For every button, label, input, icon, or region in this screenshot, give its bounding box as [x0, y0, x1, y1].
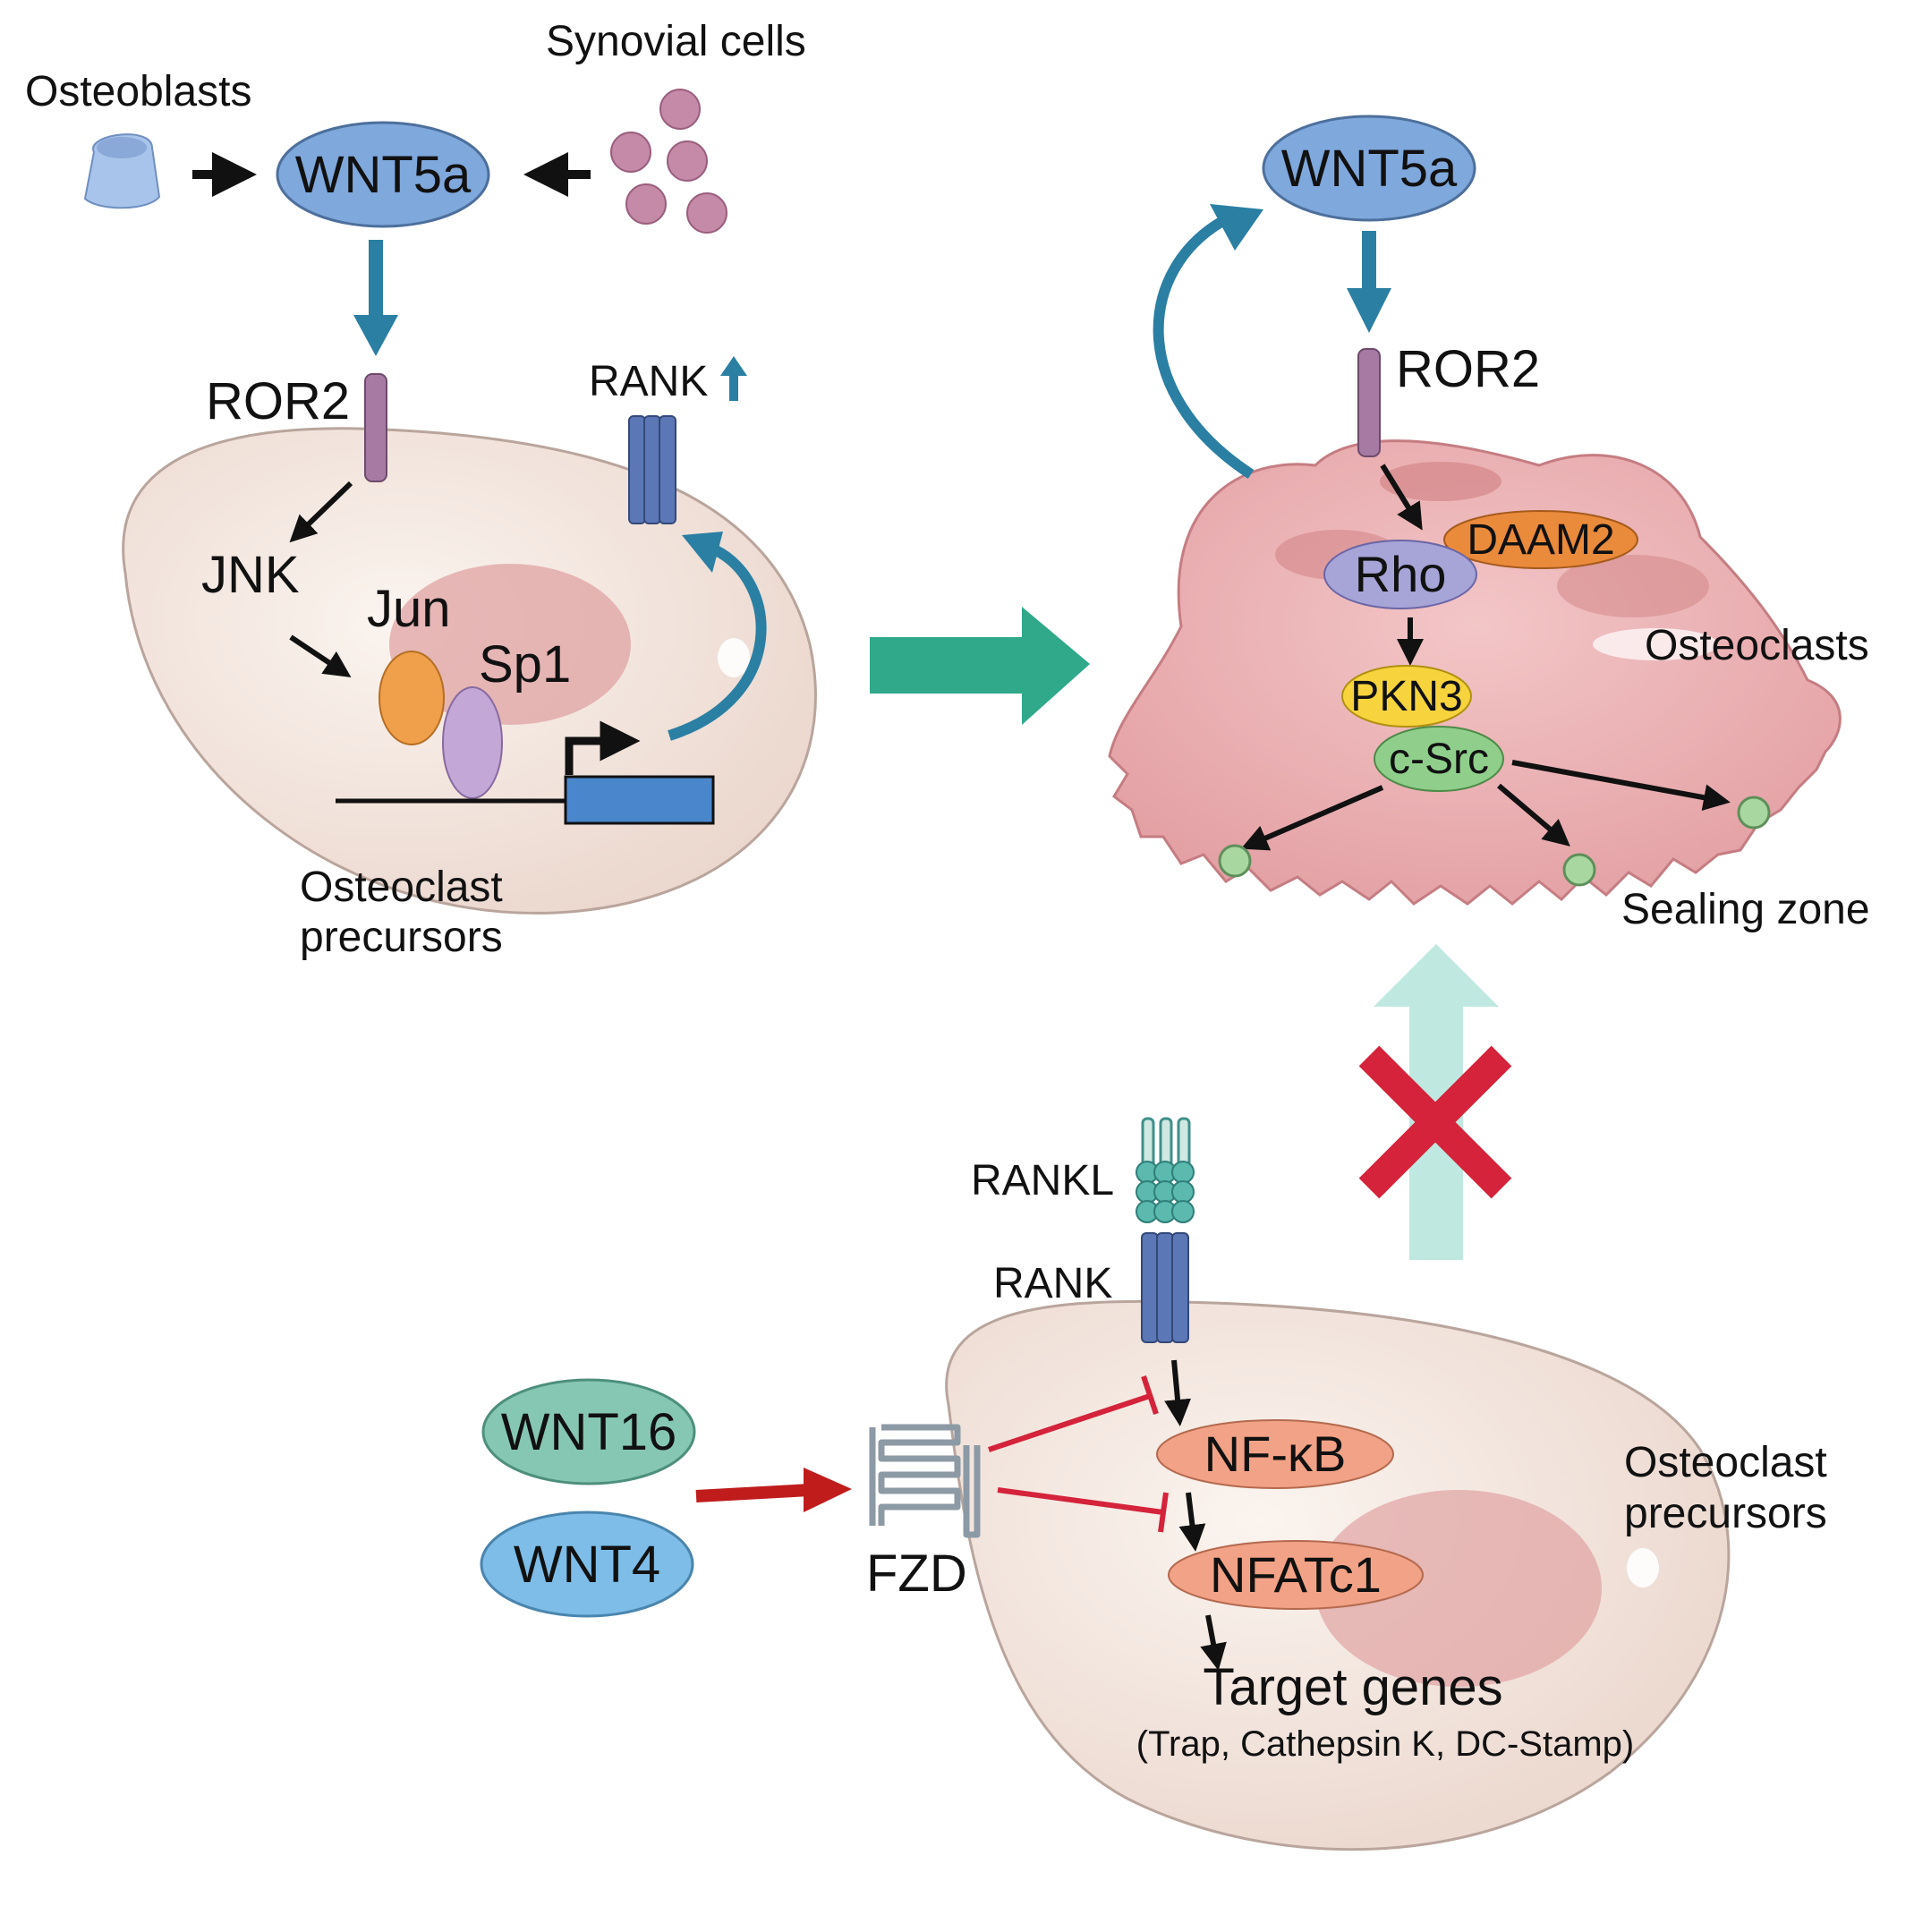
inhibit-fzd-to-nfatc1 — [997, 1487, 1164, 1515]
label-synovial-cells: Synovial cells — [546, 18, 806, 65]
osteoclast-nucleus-3 — [1557, 555, 1709, 617]
osteoclast-cell — [1108, 439, 1842, 906]
node-daam2-label: DAAM2 — [1467, 516, 1614, 564]
up-arrow-icon — [720, 356, 747, 401]
arrow-wnt5a-to-ror2-right-head — [1347, 288, 1391, 333]
node-nfatc1-label: NFATc1 — [1210, 1546, 1382, 1603]
label-ror2-right: ROR2 — [1396, 340, 1540, 398]
precursor-nucleus-bottom — [1315, 1490, 1602, 1687]
label-target-genes: Target genes — [1203, 1658, 1502, 1716]
ror2-receptor-right — [1357, 348, 1381, 457]
label-osteoclasts: Osteoclasts — [1645, 622, 1869, 669]
panel-top-left: Osteoblasts Synovial cells WNT5a ROR2 RA… — [25, 18, 817, 961]
fzd-receptor-icon — [869, 1424, 981, 1538]
node-csrc — [1374, 726, 1504, 792]
arrow-csrc-to-seal-right — [1511, 760, 1731, 811]
arrow-wnt-to-fzd-shaft — [695, 1484, 811, 1502]
node-wnt4-label: WNT4 — [514, 1536, 660, 1594]
node-wnt5a-left-label: WNT5a — [295, 146, 472, 204]
rankl-ligand — [1136, 1117, 1195, 1223]
osteoclast-highlight — [1593, 628, 1718, 660]
node-daam2 — [1443, 510, 1638, 569]
node-wnt5a-right-label: WNT5a — [1281, 140, 1458, 198]
node-wnt16-label: WNT16 — [501, 1403, 677, 1461]
synovial-cells-icon — [610, 89, 727, 234]
arrow-gene-to-rank-head — [682, 532, 723, 573]
arrow-ror2-to-rho — [1380, 464, 1423, 531]
transition-arrow — [870, 607, 1090, 725]
arrow-jnk-to-jun — [289, 634, 352, 677]
label-jun: Jun — [367, 580, 451, 638]
arrow-csrc-to-seal-mid — [1497, 783, 1570, 847]
tss-arrow — [565, 720, 641, 775]
arrow-wnt-to-fzd-head — [804, 1468, 852, 1512]
node-csrc-label: c-Src — [1389, 736, 1489, 783]
label-jnk: JNK — [201, 546, 300, 604]
label-target-genes-list: (Trap, Cathepsin K, DC-Stamp) — [1136, 1724, 1634, 1764]
arrow-wnt5a-to-ror2-right-shaft — [1362, 231, 1376, 294]
node-jun — [379, 651, 445, 745]
arrow-wnt5a-to-ror2-head — [353, 315, 398, 356]
label-sealing-zone: Sealing zone — [1621, 886, 1870, 933]
label-precursors-left-1: Osteoclast — [300, 864, 503, 911]
inhibit-fzd-to-rank-signal-bar — [1141, 1375, 1159, 1415]
arrow-nfkb-to-nfatc1 — [1178, 1492, 1206, 1552]
node-pkn3 — [1341, 665, 1472, 728]
label-rank-bottom: RANK — [993, 1260, 1112, 1307]
label-precursors-bottom-1: Osteoclast — [1624, 1439, 1827, 1486]
osteoblast-icon — [83, 133, 161, 209]
inhibit-fzd-to-rank-signal — [988, 1393, 1151, 1452]
label-osteoblasts: Osteoblasts — [25, 68, 251, 115]
inhibit-fzd-to-nfatc1-bar — [1158, 1492, 1169, 1533]
panel-top-right: WNT5a ROR2 DAAM2 Rho PKN3 c-Src — [1108, 115, 1870, 933]
node-sp1 — [442, 686, 503, 799]
osteoclast-nucleus-1 — [1380, 462, 1501, 501]
arrow-wnt5a-to-ror2-shaft — [369, 240, 383, 319]
node-rho — [1323, 540, 1477, 609]
arrow-nfatc1-to-targets — [1200, 1614, 1227, 1671]
label-rank-left: RANK — [589, 358, 708, 405]
node-wnt5a-right — [1262, 115, 1476, 222]
rank-receptor-left — [628, 415, 676, 524]
sealing-zone-dot-2 — [1562, 853, 1596, 887]
label-precursors-left-2: precursors — [300, 914, 503, 961]
label-precursors-bottom-2: precursors — [1624, 1490, 1827, 1537]
arrow-rank-to-nfkb — [1164, 1359, 1192, 1426]
node-pkn3-label: PKN3 — [1350, 673, 1462, 720]
node-nfkb — [1156, 1419, 1394, 1489]
sealing-zone-dot-1 — [1218, 844, 1252, 878]
node-wnt4 — [480, 1511, 694, 1618]
arrow-autocrine-head — [1210, 204, 1263, 251]
arrow-ror2-to-jnk — [289, 481, 353, 543]
label-sp1: Sp1 — [479, 635, 571, 694]
ror2-receptor-left — [364, 373, 387, 482]
precursor-nucleus — [389, 564, 631, 725]
rank-gene-box — [564, 775, 715, 825]
label-rankl: RANKL — [971, 1157, 1114, 1204]
node-nfatc1 — [1168, 1540, 1424, 1610]
cell-highlight-bottom — [1627, 1548, 1659, 1587]
node-wnt16 — [481, 1378, 696, 1485]
cell-highlight — [718, 638, 750, 677]
panel-bottom: RANKL RANK NF-κB NFATc1 Target genes (Tr… — [480, 1117, 1827, 1851]
label-ror2-left: ROR2 — [206, 372, 350, 430]
block-x-icon — [1358, 1045, 1512, 1199]
arrow-autocrine-curve — [1153, 214, 1255, 480]
label-fzd: FZD — [866, 1545, 967, 1603]
node-rho-label: Rho — [1355, 546, 1447, 602]
node-nfkb-label: NF-κB — [1204, 1426, 1347, 1482]
node-wnt5a-left — [276, 121, 490, 228]
arrow-csrc-to-seal-left — [1240, 785, 1384, 851]
arrow-gene-to-rank-curve — [668, 545, 767, 741]
sealing-zone-dot-3 — [1737, 796, 1771, 830]
rank-receptor-bottom — [1141, 1232, 1189, 1343]
